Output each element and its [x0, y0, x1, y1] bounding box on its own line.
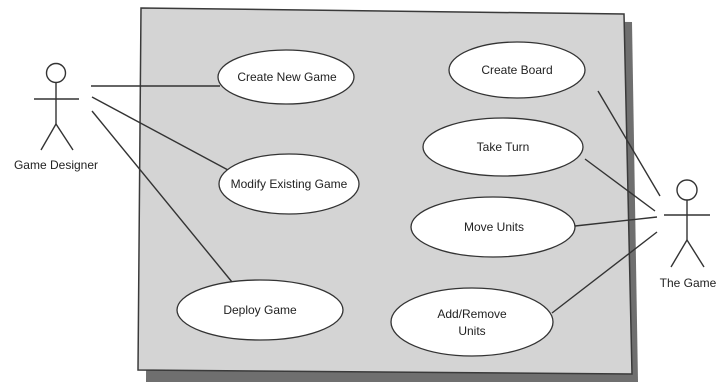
- use-case-ellipse: [422, 117, 584, 177]
- stick-figure-icon: [664, 179, 710, 268]
- association-line: [91, 110, 233, 283]
- game-associations: [551, 90, 661, 314]
- association-line: [574, 216, 658, 227]
- actor-game-designer[interactable]: Game Designer: [14, 62, 98, 173]
- use-case-label-line2: Units: [458, 324, 485, 338]
- use-case-label: Create New Game: [237, 70, 337, 84]
- actor-label: The Game: [660, 276, 717, 290]
- use-case-ellipse: [176, 279, 344, 341]
- use-case-label: Deploy Game: [223, 303, 297, 317]
- use-case-label: Create Board: [481, 63, 552, 77]
- stick-figure-icon: [34, 62, 79, 151]
- use-case-add-remove-units[interactable]: Add/Remove Units: [390, 287, 554, 357]
- use-case-ellipse: [217, 49, 355, 105]
- use-case-label: Modify Existing Game: [231, 177, 348, 191]
- association-line: [584, 158, 656, 212]
- use-case-label-line1: Add/Remove: [437, 307, 507, 321]
- use-case-label: Take Turn: [477, 140, 530, 154]
- association-line: [91, 96, 229, 171]
- use-case-ellipse: [448, 41, 586, 99]
- designer-associations: [91, 85, 233, 283]
- use-case-move-units[interactable]: Move Units: [410, 196, 576, 258]
- use-case-modify-existing-game[interactable]: Modify Existing Game: [218, 153, 360, 215]
- use-case-ellipse: [390, 287, 554, 357]
- association-line: [551, 231, 658, 314]
- use-case-deploy-game[interactable]: Deploy Game: [176, 279, 344, 341]
- association-line: [597, 90, 661, 197]
- use-case-ellipse: [410, 196, 576, 258]
- use-case-ellipse: [218, 153, 360, 215]
- use-case-create-board[interactable]: Create Board: [448, 41, 586, 99]
- use-case-label: Move Units: [464, 220, 524, 234]
- actor-the-game[interactable]: The Game: [660, 179, 717, 290]
- use-case-take-turn[interactable]: Take Turn: [422, 117, 584, 177]
- actor-label: Game Designer: [14, 158, 98, 172]
- use-case-create-new-game[interactable]: Create New Game: [217, 49, 355, 105]
